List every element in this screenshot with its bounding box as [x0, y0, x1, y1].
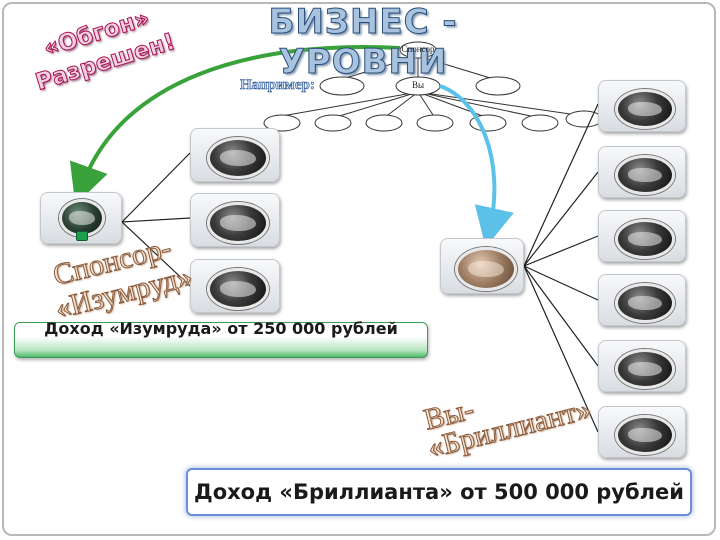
- emerald-branch-lines: [121, 152, 191, 287]
- slide-title: БИЗНЕС - УРОВНИ: [268, 2, 458, 83]
- globe-icon: [615, 89, 675, 129]
- diamond-branch-lines: [523, 103, 599, 433]
- downline-card: [598, 340, 686, 392]
- downline-card: [598, 274, 686, 326]
- downline-card: [190, 128, 280, 182]
- example-tree: [263, 41, 603, 132]
- blue-arrow: [439, 84, 514, 248]
- globe-icon: [615, 349, 675, 389]
- you-node-label: Вы: [411, 80, 425, 90]
- globe-icon: [615, 283, 675, 323]
- sponsor-node: [399, 41, 437, 59]
- tree-node: [319, 76, 365, 96]
- globe-icon: [615, 219, 675, 259]
- tree-line: [417, 91, 585, 117]
- tree-line: [383, 91, 419, 119]
- emerald-gem-icon: [76, 231, 88, 241]
- green-arrow: [69, 45, 401, 205]
- example-label: Например:: [240, 77, 315, 94]
- globe-icon: [207, 137, 269, 179]
- downline-card: [598, 210, 686, 262]
- globe-icon: [207, 268, 269, 310]
- tree-line: [417, 91, 489, 119]
- tree-node: [314, 114, 352, 132]
- diamond-globe-icon: [455, 247, 517, 291]
- globe-icon: [615, 155, 675, 195]
- downline-card: [598, 80, 686, 132]
- tree-line: [417, 91, 436, 119]
- globe-icon: [615, 415, 675, 455]
- downline-card: [598, 406, 686, 458]
- diamond-card: [440, 238, 524, 294]
- emerald-income-text: Доход «Изумруда» от 250 000 рублей: [44, 319, 398, 338]
- tree-node: [565, 110, 603, 128]
- sponsor-node-label: Спонсор: [401, 44, 435, 54]
- tree-node: [365, 114, 403, 132]
- tree-node: [416, 114, 454, 132]
- tree-line: [332, 91, 419, 119]
- globe-icon: [207, 202, 269, 244]
- downline-card: [190, 193, 280, 247]
- tree-node: [521, 114, 559, 132]
- diamond-income-bar: Доход «Бриллианта» от 500 000 рублей: [186, 468, 692, 516]
- downline-card: [190, 259, 280, 313]
- emerald-card: [40, 192, 122, 244]
- tree-node: [475, 76, 521, 96]
- diamond-income-text: Доход «Бриллианта» от 500 000 рублей: [194, 480, 684, 504]
- emerald-globe-icon: [59, 199, 105, 237]
- tree-line: [417, 91, 541, 119]
- downline-card: [598, 146, 686, 198]
- emerald-income-bar: Доход «Изумруда» от 250 000 рублей: [14, 319, 428, 358]
- tree-line: [281, 91, 419, 117]
- tree-node: [263, 114, 301, 132]
